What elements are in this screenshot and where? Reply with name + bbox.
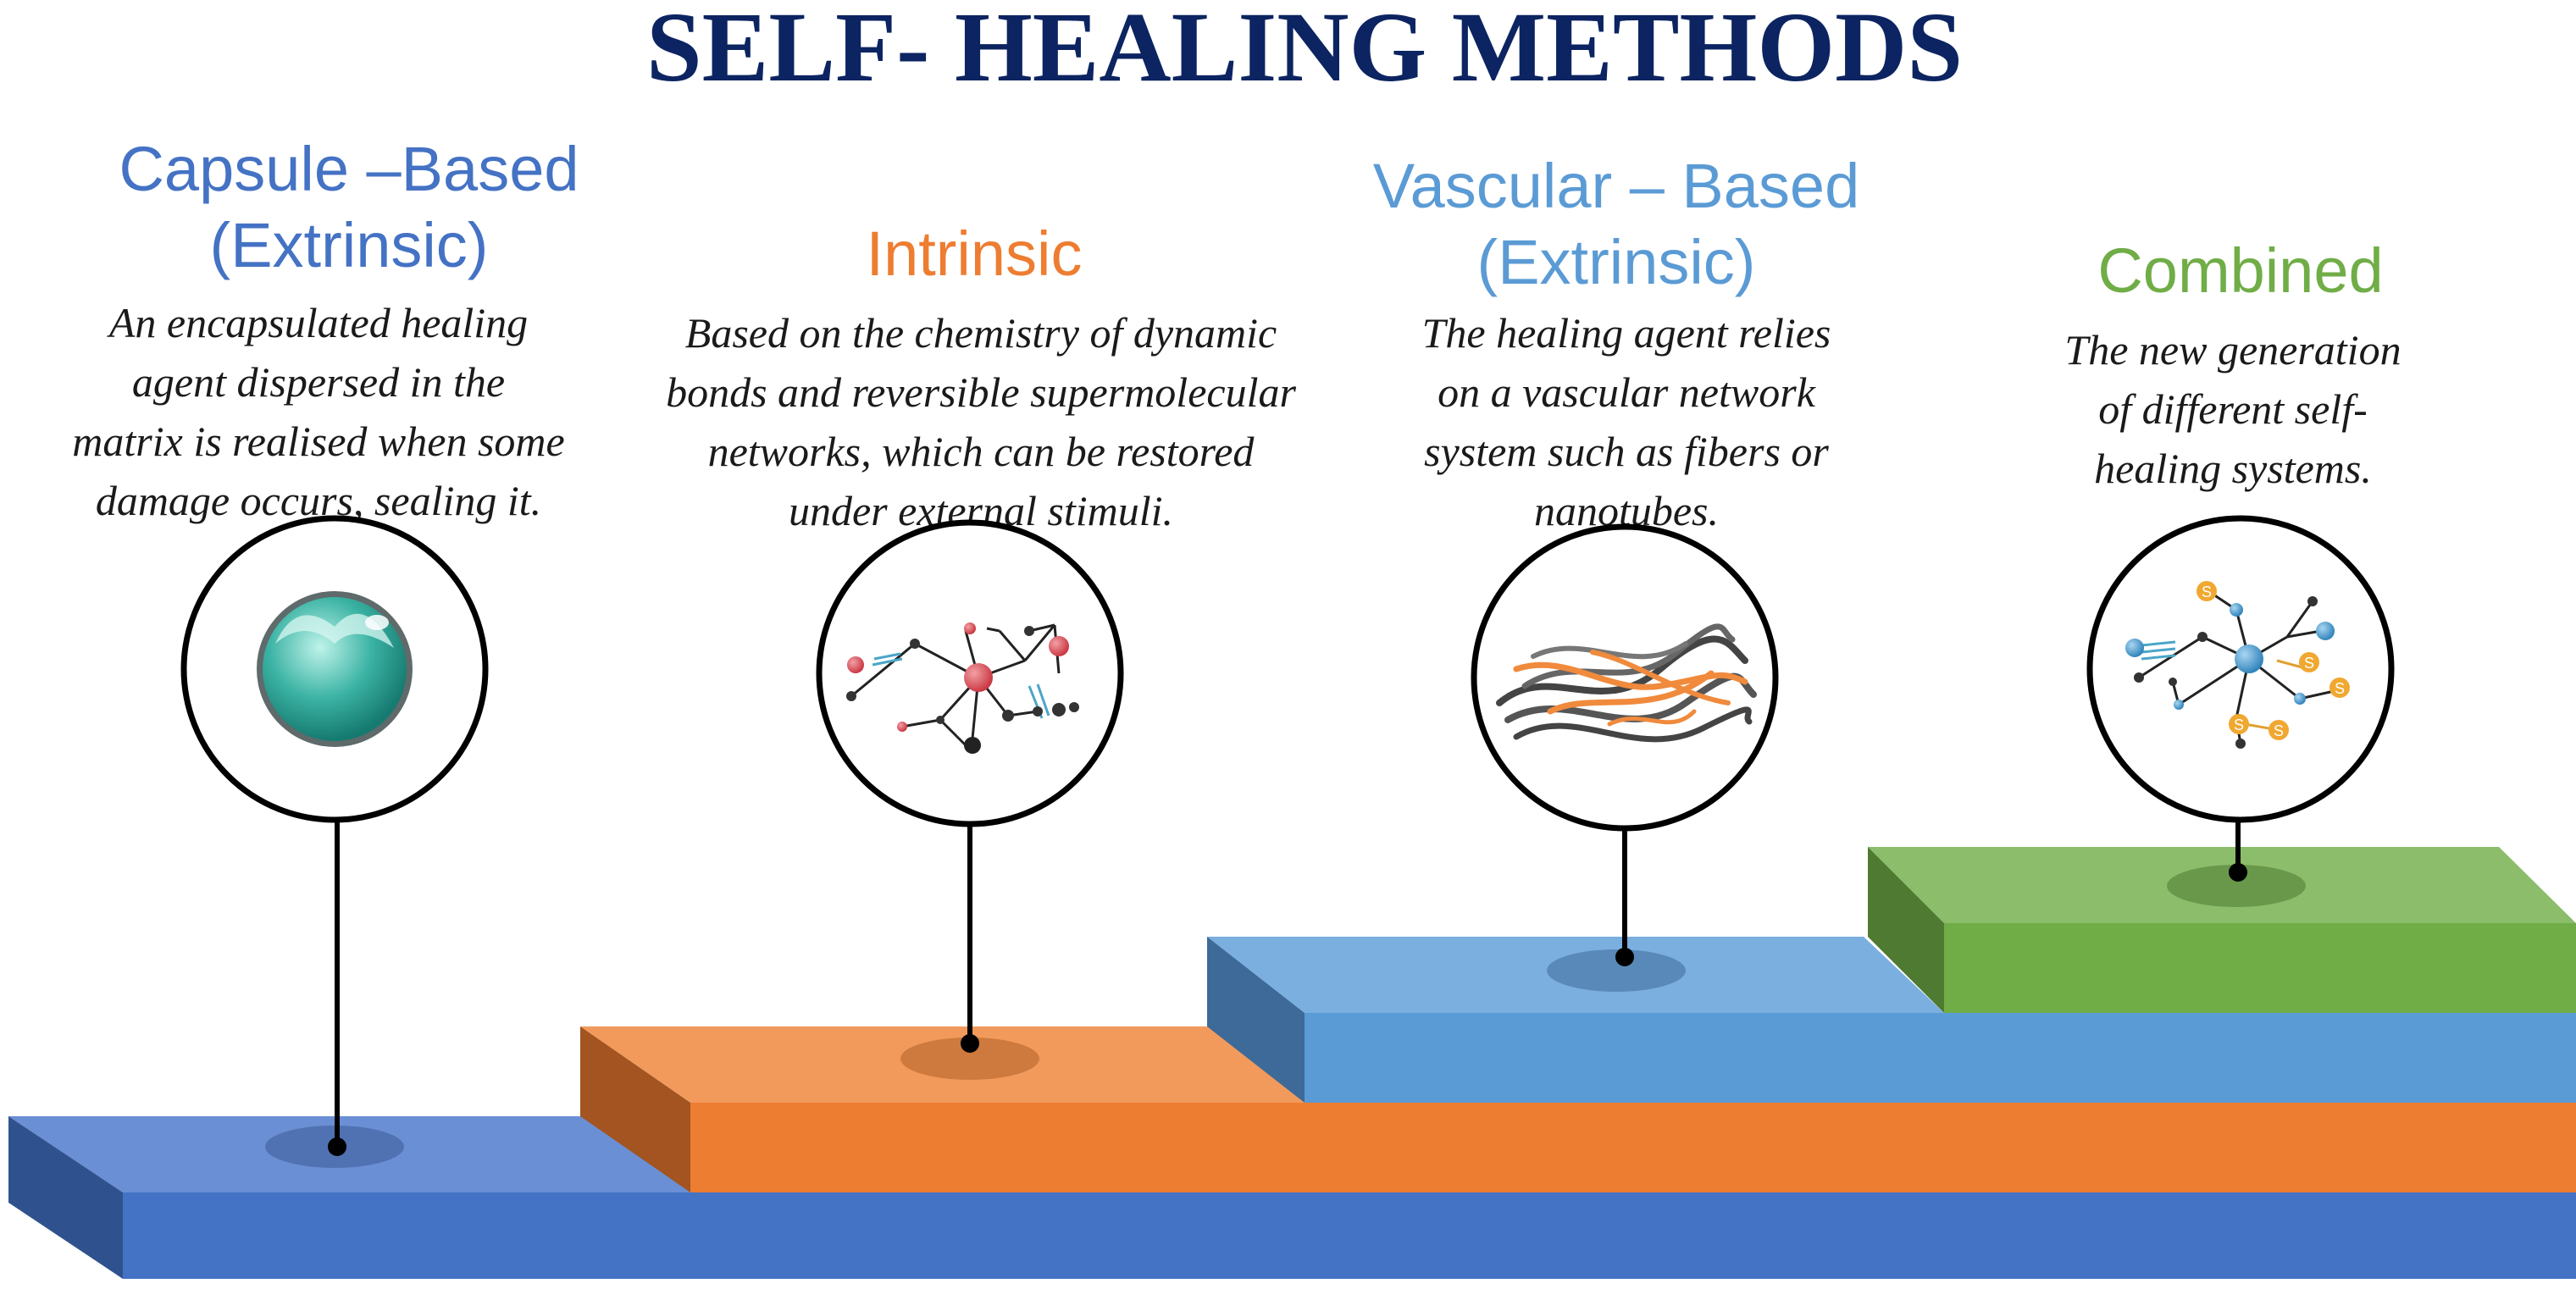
svg-text:Vascular – Based: Vascular – Based: [1373, 151, 1860, 221]
step-vascular: [1207, 937, 2576, 1103]
method-vascular: Vascular – Based (Extrinsic) The healing…: [1373, 151, 1860, 992]
step-capsule: [8, 1116, 2576, 1279]
fiber-network-icon: [1496, 623, 1757, 743]
svg-text:The new generation: The new generation: [2064, 326, 2401, 373]
method-intrinsic: Intrinsic Based on the chemistry of dyna…: [666, 219, 1296, 1080]
svg-text:Capsule –Based: Capsule –Based: [119, 134, 579, 204]
pin-shadow: [2167, 865, 2306, 907]
pin-dot: [2229, 863, 2247, 882]
svg-text:S: S: [2202, 584, 2212, 600]
svg-text:agent dispersed in the: agent dispersed in the: [132, 358, 505, 406]
svg-text:system such as fibers or: system such as fibers or: [1424, 428, 1829, 475]
svg-text:networks, which can be restore: networks, which can be restored: [708, 428, 1255, 475]
svg-text:The healing agent relies: The healing agent relies: [1422, 309, 1831, 357]
svg-text:on a vascular network: on a vascular network: [1438, 368, 1816, 416]
description-line: healing systems.: [2094, 445, 2372, 492]
svg-text:Intrinsic: Intrinsic: [867, 219, 1083, 289]
page-title: SELF- HEALING METHODS: [646, 0, 1963, 102]
svg-text:healing systems.: healing systems.: [2094, 445, 2372, 492]
description-line: of different self-: [2098, 385, 2368, 433]
svg-text:bonds and reversible supermole: bonds and reversible supermolecular: [666, 368, 1296, 416]
svg-text:S: S: [2335, 680, 2345, 697]
svg-text:(Extrinsic): (Extrinsic): [1477, 227, 1756, 297]
method-heading-sub: (Extrinsic): [1477, 227, 1756, 297]
description-line: The healing agent relies: [1422, 309, 1831, 357]
method-heading: Intrinsic: [867, 219, 1083, 289]
method-capsule: Capsule –Based (Extrinsic) An encapsulat…: [72, 134, 579, 1168]
description-line: agent dispersed in the: [132, 358, 505, 406]
method-combined: Combined The new generation of different…: [2064, 235, 2401, 907]
description-line: The new generation: [2064, 326, 2401, 373]
pin-dot: [1615, 948, 1634, 966]
method-heading: Capsule –Based: [119, 134, 579, 204]
method-heading: Vascular – Based: [1373, 151, 1860, 221]
description-line: matrix is realised when some: [72, 418, 564, 465]
pin-shadow: [1547, 949, 1686, 992]
method-heading-sub: (Extrinsic): [210, 210, 489, 280]
description-line: Based on the chemistry of dynamic: [685, 309, 1277, 357]
svg-text:S: S: [2304, 655, 2314, 672]
svg-text:An encapsulated healing: An encapsulated healing: [107, 299, 528, 346]
capsule-sphere-icon: [257, 591, 413, 747]
combined-network-icon: S S S S S: [2125, 581, 2350, 749]
description-line: networks, which can be restored: [708, 428, 1255, 475]
molecular-network-icon: [846, 622, 1079, 754]
description-line: bonds and reversible supermolecular: [666, 368, 1296, 416]
svg-text:of different self-: of different self-: [2098, 385, 2368, 433]
description-line: system such as fibers or: [1424, 428, 1829, 475]
svg-text:Combined: Combined: [2097, 235, 2383, 306]
svg-text:S: S: [2274, 722, 2284, 739]
description-line: on a vascular network: [1438, 368, 1816, 416]
icon-circle: [1471, 523, 1779, 832]
method-heading: Combined: [2097, 235, 2383, 306]
svg-text:Based on the chemistry of dyna: Based on the chemistry of dynamic: [685, 309, 1277, 357]
svg-text:matrix is realised when some: matrix is realised when some: [72, 418, 564, 465]
pin-shadow: [900, 1037, 1039, 1080]
description-line: An encapsulated healing: [107, 299, 528, 346]
svg-text:S: S: [2234, 716, 2244, 733]
step-combined: [1868, 847, 2576, 1013]
svg-text:(Extrinsic): (Extrinsic): [210, 210, 489, 280]
sulfur-atom-icon: S S S S S: [2197, 581, 2350, 740]
pin-dot: [961, 1034, 979, 1053]
pin-dot: [328, 1137, 346, 1156]
step-intrinsic: [580, 1026, 2576, 1192]
